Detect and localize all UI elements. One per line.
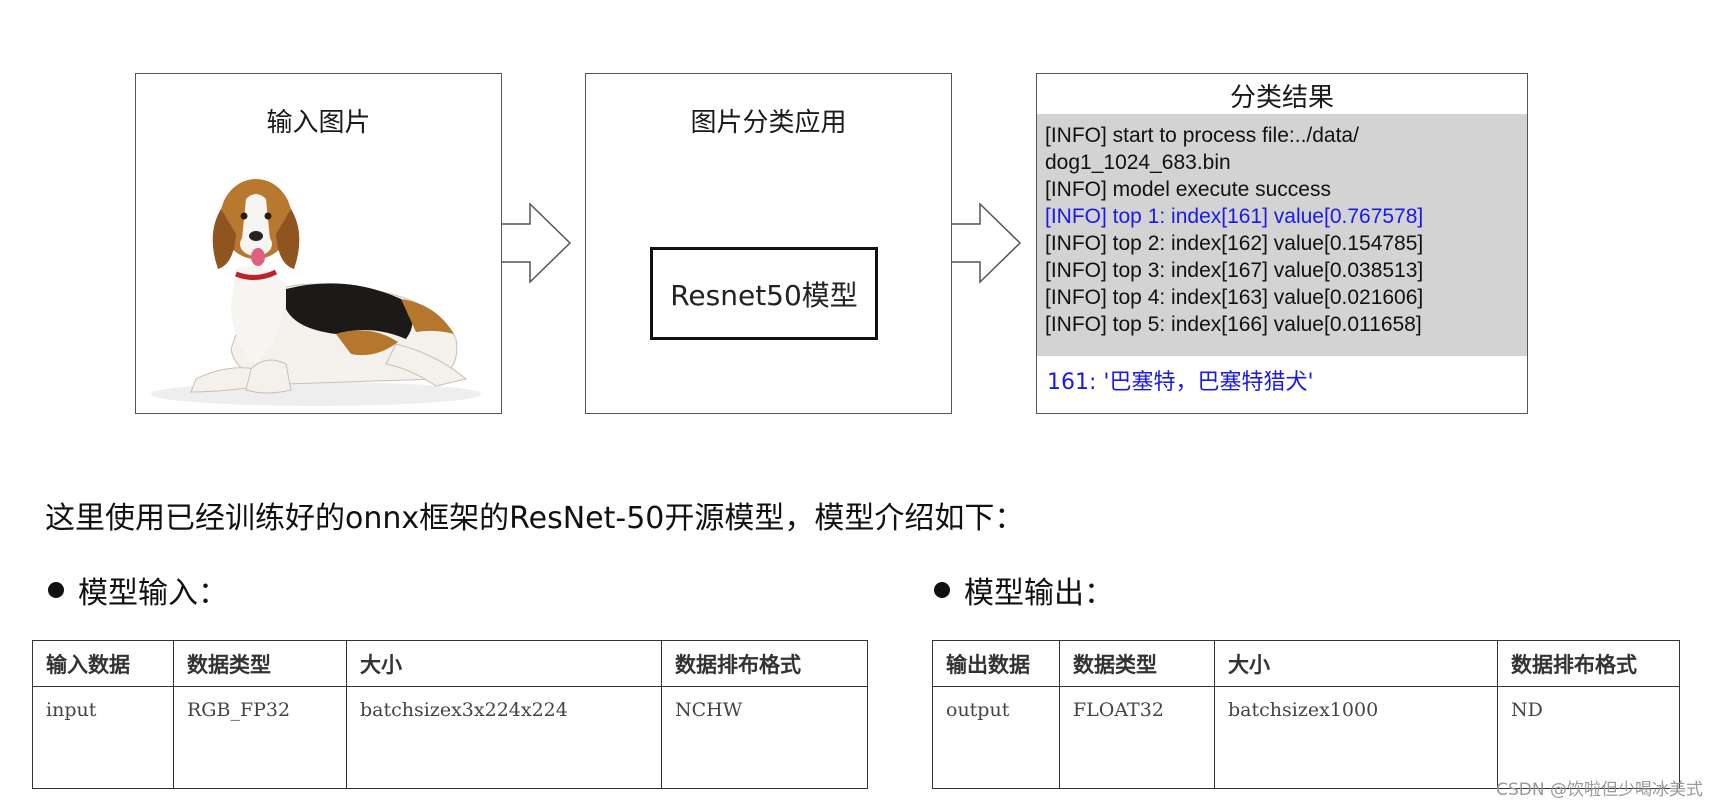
bullet-icon [934,582,950,598]
model-output-heading: 模型输出： [934,568,1114,612]
watermark: CSDN @饮啦但少喝冰美式 [1496,780,1703,800]
table-cell: input [32,686,174,789]
table-header-row: 输出数据 数据类型 大小 数据排布格式 [932,640,1680,687]
table-cell: RGB_FP32 [173,686,347,789]
classification-app-title: 图片分类应用 [690,108,847,138]
intro-text: 这里使用已经训练好的onnx框架的ResNet-50开源模型，模型介绍如下： [45,501,1025,536]
table-header-row: 输入数据 数据类型 大小 数据排布格式 [32,640,868,687]
table-header: 数据排布格式 [661,640,868,687]
table-cell: batchsizex1000 [1214,686,1498,789]
arrow-icon [952,202,1022,284]
table-header: 数据类型 [1059,640,1215,687]
table-cell: output [932,686,1060,789]
table-header: 数据类型 [173,640,347,687]
table-header: 输入数据 [32,640,174,687]
log-line: [INFO] top 2: index[162] value[0.154785] [1045,232,1424,255]
table-header: 输出数据 [932,640,1060,687]
input-image-title: 输入图片 [266,108,371,138]
classification-result-title: 分类结果 [1229,83,1334,113]
table-header: 大小 [346,640,662,687]
table-cell: NCHW [661,686,868,789]
classification-app-box: 图片分类应用 Resnet50模型 [585,73,952,414]
classification-result-box: 分类结果 [INFO] start to process file:../dat… [1036,73,1528,414]
log-output: [INFO] start to process file:../data/ do… [1037,114,1527,356]
dog-image [151,179,481,406]
classification-label: 161: '巴塞特，巴塞特猎犬' [1047,370,1314,395]
model-input-table: 输入数据 数据类型 大小 数据排布格式 input RGB_FP32 batch… [32,640,868,789]
log-line-top1: [INFO] top 1: index[161] value[0.767578] [1045,205,1424,228]
input-image-box: 输入图片 [135,73,502,414]
log-line: [INFO] top 3: index[167] value[0.038513] [1045,259,1424,282]
bullet-icon [48,582,64,598]
log-line: [INFO] top 5: index[166] value[0.011658] [1045,313,1422,336]
table-row: input RGB_FP32 batchsizex3x224x224 NCHW [32,686,868,789]
log-line: dog1_1024_683.bin [1045,151,1231,174]
model-input-heading: 模型输入： [48,568,228,612]
table-row: output FLOAT32 batchsizex1000 ND [932,686,1680,789]
table-cell: FLOAT32 [1059,686,1215,789]
log-line: [INFO] top 4: index[163] value[0.021606] [1045,286,1424,309]
log-line: [INFO] start to process file:../data/ [1045,124,1359,147]
arrow-icon [502,202,572,284]
model-output-heading-text: 模型输出： [964,576,1114,611]
model-output-table: 输出数据 数据类型 大小 数据排布格式 output FLOAT32 batch… [932,640,1680,789]
table-header: 数据排布格式 [1497,640,1680,687]
log-line: [INFO] model execute success [1045,178,1331,201]
resnet50-model-box: Resnet50模型 [650,247,878,340]
table-cell: batchsizex3x224x224 [346,686,662,789]
table-header: 大小 [1214,640,1498,687]
table-cell: ND [1497,686,1680,789]
model-input-heading-text: 模型输入： [78,576,228,611]
